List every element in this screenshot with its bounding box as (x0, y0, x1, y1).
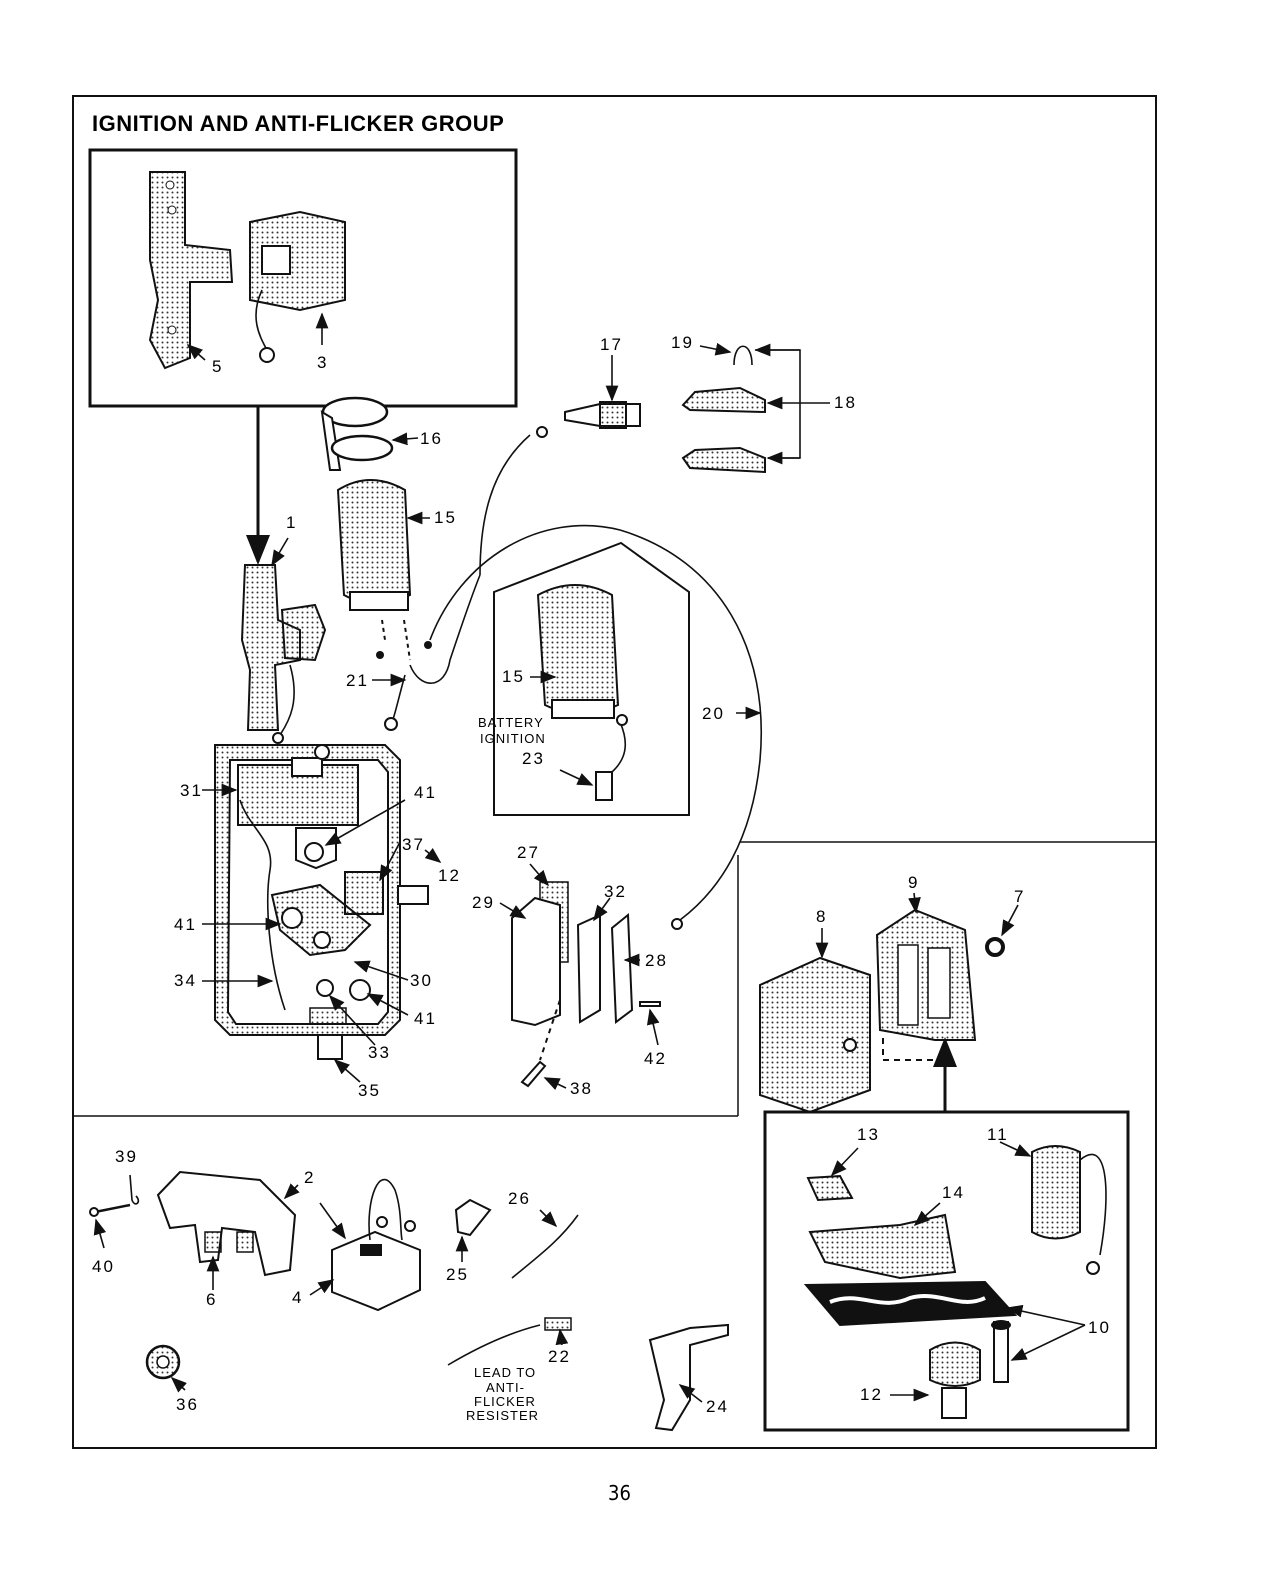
callout: 24 (706, 1397, 729, 1416)
part-39-pin (130, 1175, 138, 1204)
part-4-coil (332, 1180, 420, 1310)
battery-coil-15 (538, 585, 618, 718)
callout: 33 (368, 1043, 391, 1062)
callout: 1 (286, 513, 297, 532)
part-8-cover (760, 958, 870, 1112)
part-40-screw (90, 1205, 130, 1216)
callout: 5 (212, 357, 223, 376)
part-10-resistor (806, 1282, 1015, 1325)
callout: 22 (548, 1347, 571, 1366)
part-15-ignition-coil (338, 480, 410, 610)
callout: 31 (180, 781, 203, 800)
callout: 40 (92, 1257, 115, 1276)
callout: 14 (942, 1183, 965, 1202)
resistor-block-assembly (512, 882, 660, 1086)
callout: 7 (1014, 887, 1025, 906)
part-12-oil-switch (930, 1343, 980, 1419)
callout: 21 (346, 671, 369, 690)
callout: 25 (446, 1265, 469, 1284)
callout: 19 (671, 333, 694, 352)
callout: 30 (410, 971, 433, 990)
part-25-clip (456, 1200, 490, 1235)
callout: 35 (358, 1081, 381, 1100)
callout: 37 (402, 835, 425, 854)
callout: 10 (1088, 1318, 1111, 1337)
callout: 4 (292, 1288, 303, 1307)
part-23-resistor (596, 715, 627, 800)
lead-label-3: FLICKER (474, 1394, 536, 1409)
callout: 15 (502, 667, 525, 686)
callout: 11 (987, 1125, 1009, 1144)
callout: 28 (645, 951, 668, 970)
callout: 23 (522, 749, 545, 768)
part-36-switch (147, 1346, 179, 1378)
part-11-condenser (1032, 1146, 1106, 1274)
callout: 32 (604, 882, 627, 901)
part-9-base (877, 910, 975, 1040)
callout: 42 (644, 1049, 667, 1068)
part-1-breaker-assembly (242, 565, 325, 743)
part-16-clamp (322, 398, 392, 470)
part-7-washer (987, 939, 1003, 955)
part-13-bracket (808, 1176, 852, 1200)
callout: 17 (600, 335, 623, 354)
callout: 18 (834, 393, 857, 412)
part-6-base (158, 1172, 295, 1275)
high-tension-lead (480, 435, 530, 575)
callout: 9 (908, 873, 919, 892)
callout: 8 (816, 907, 827, 926)
part-5-bracket (150, 172, 232, 368)
part-19-clip (734, 346, 752, 365)
lead-label-1: LEAD TO (474, 1365, 536, 1380)
callout: 36 (176, 1395, 199, 1414)
page-number: 36 (608, 1481, 631, 1505)
part-14-insulator (810, 1215, 955, 1278)
part-17-spark-plug (565, 402, 640, 428)
callout: 29 (472, 893, 495, 912)
callout: 6 (206, 1290, 217, 1309)
breaker-box-assembly (215, 745, 428, 1059)
callout: 12 (860, 1385, 883, 1404)
callout: 41 (174, 915, 197, 934)
callout: 38 (570, 1079, 593, 1098)
callout: 12 (438, 866, 461, 885)
part-10-screw (991, 1320, 1011, 1382)
callout: 13 (857, 1125, 880, 1144)
part-18-terminal-covers (683, 388, 765, 472)
lead-label-4: RESISTER (466, 1408, 539, 1423)
callout: 27 (517, 843, 540, 862)
callout: 15 (434, 508, 457, 527)
callout: 41 (414, 783, 437, 802)
diagram-title: IGNITION AND ANTI-FLICKER GROUP (92, 111, 504, 136)
battery-ignition-label-2: IGNITION (480, 731, 546, 746)
battery-ignition-label-1: BATTERY (478, 715, 544, 730)
callout: 34 (174, 971, 197, 990)
callout: 20 (702, 704, 725, 723)
callout: 2 (304, 1168, 315, 1187)
callout: 26 (508, 1189, 531, 1208)
callout: 41 (414, 1009, 437, 1028)
lead-label-2: ANTI- (486, 1380, 525, 1395)
callout: 39 (115, 1147, 138, 1166)
callout: 16 (420, 429, 443, 448)
part-26-lead (512, 1215, 578, 1278)
part-3-coil (250, 212, 345, 362)
callout: 3 (317, 353, 328, 372)
